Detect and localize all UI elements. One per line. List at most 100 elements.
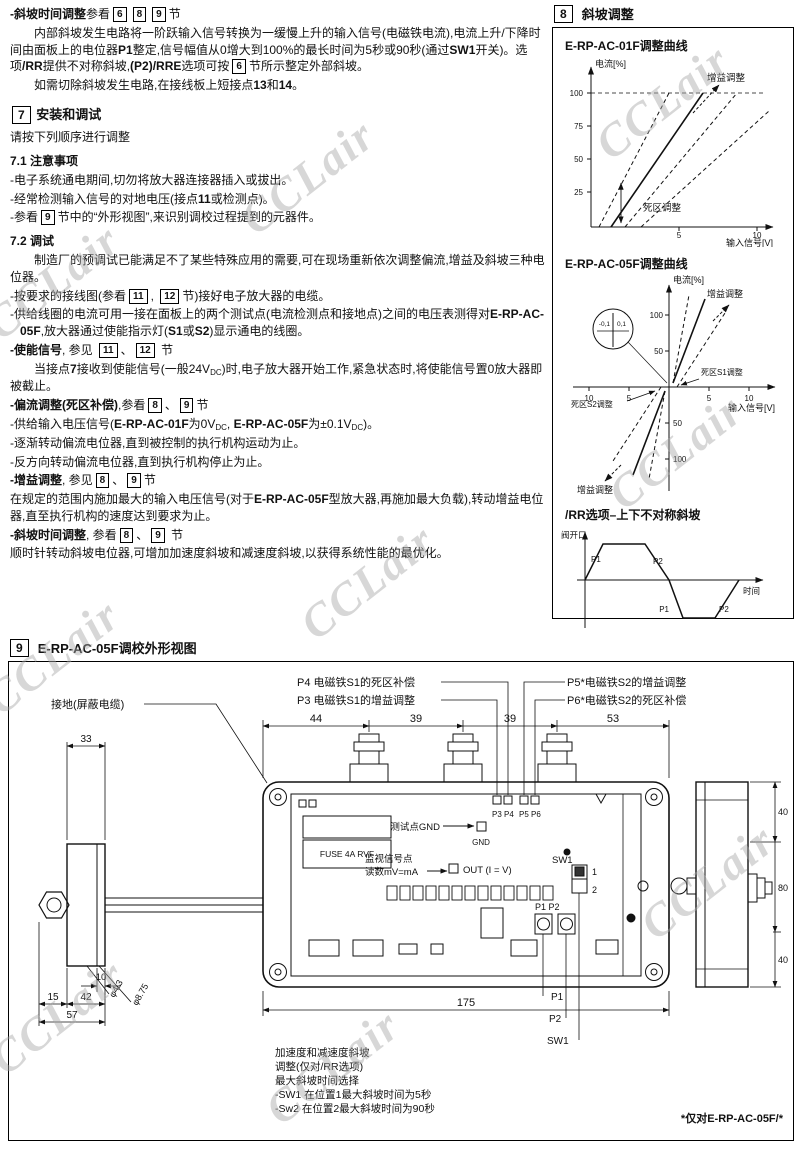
- text-line: 7.1 注意事项: [10, 153, 548, 170]
- section9-panel: 9 E-RP-AC-05F调校外形视图 P4 电磁铁S1的死区补偿 P3 电磁铁…: [8, 638, 794, 1141]
- rr-ylabel: 阀开口: [561, 530, 587, 540]
- fuse-block: [302, 815, 392, 869]
- text-line: -电子系统通电期间,切勿将放大器连接器插入或拔出。: [10, 172, 548, 189]
- text-run: 内部斜坡发生电路将一阶跃输入信号转换为一缓慢上升的输入信号(电磁铁电流),电流上…: [10, 25, 541, 57]
- chart1-ytick-50: 50: [574, 155, 583, 164]
- chart2-ylabel: 电流[%]: [673, 274, 704, 285]
- text-run: 如需切除斜坡发生电路,在接线板上短接点: [34, 78, 254, 93]
- out-test-square: [448, 863, 459, 874]
- text-line: -经常检测输入信号的对地电压(接点11或检测点)。: [10, 191, 548, 208]
- section-ref-box: 8: [148, 397, 162, 413]
- section-ref-box: 7: [12, 105, 31, 124]
- chart1-deadzone-label: 死区调整: [643, 202, 682, 214]
- text-line: -逐渐转动偏流电位器,直到被控制的执行机构运动为止。: [10, 435, 548, 452]
- dim-42: 42: [80, 992, 92, 1003]
- chart1-curves: [598, 84, 770, 228]
- text-run: -电子系统通电期间,切勿将放大器连接器插入或拔出。: [10, 172, 294, 187]
- dim-39b: 39: [504, 713, 516, 725]
- section8-title: 斜坡调整: [581, 7, 634, 22]
- gnd-label: GND: [472, 838, 490, 847]
- text-run: -斜坡时间调整: [10, 527, 86, 542]
- sw1-switch: [571, 864, 588, 894]
- text-line: 请按下列顺序进行调整: [10, 129, 548, 146]
- text-line: 如需切除斜坡发生电路,在接线板上短接点13和14。: [10, 77, 548, 94]
- text-run: 为0V: [188, 416, 216, 431]
- callout-sw1-label: SW1: [547, 1036, 569, 1047]
- testpoint-p5p6-label: P5 P6: [519, 810, 541, 819]
- section-ref-box: 9: [179, 397, 194, 413]
- rr-p2-neg: P2: [719, 605, 729, 614]
- text-run: 、: [136, 527, 149, 542]
- sw1-pos2-label: 2: [592, 885, 597, 895]
- section8-panel: 8 斜坡调整 E-RP-AC-01F调整曲线: [552, 4, 794, 628]
- text-run: 7.1 注意事项: [10, 153, 79, 168]
- text-line: -供给线圈的电流可用一接在面板上的两个测试点(电流检测点和接地点)之间的电压表测…: [10, 306, 548, 340]
- bottom-callout-lines: [542, 893, 580, 1040]
- dim-40b: 40: [778, 955, 788, 965]
- text-run: E-RP-AC-05F: [254, 492, 329, 507]
- rr-waveform: [584, 543, 740, 619]
- text-run: ,: [150, 288, 158, 303]
- text-run: -反方向转动偏流电位器,直到执行机构停止为止。: [10, 454, 270, 469]
- section9-number-box: 9: [10, 638, 29, 657]
- text-run: 7.2 调试: [10, 234, 55, 249]
- chart2-deadzone-s2-label: 死区S2调整: [571, 399, 613, 409]
- section-ref-box: 9: [151, 527, 165, 543]
- text-run: -供给线圈的电流可用一接在面板上的两个测试点(电流检测点和接地点)之间的电压表测…: [10, 307, 490, 322]
- text-run: /RR: [22, 59, 43, 74]
- text-run: 节中的“外形视图”,来识别调校过程提到的元器件。: [57, 210, 321, 225]
- outline-drawing: P4 电磁铁S1的死区补偿 P3 电磁铁S1的增益调整 P5*电磁铁S2的增益调…: [38, 675, 788, 1125]
- fuse-label: FUSE 4A RVF: [320, 849, 374, 859]
- text-run: 节: [157, 342, 174, 357]
- text-run: 或: [182, 324, 195, 339]
- section-ref-box: 12: [160, 288, 180, 304]
- text-run: , 参看: [86, 527, 117, 542]
- ramp-note-line1: 加速度和减速度斜坡: [275, 1046, 370, 1059]
- dim-175: [262, 991, 670, 1016]
- chart2-xtick-n5: 5: [627, 394, 632, 403]
- dim-44: 44: [310, 713, 322, 725]
- chart2-axes: [573, 284, 776, 491]
- text-run: 、: [120, 342, 133, 357]
- dim-top: [262, 720, 670, 778]
- test-points: [492, 795, 540, 805]
- text-run: -使能信号: [10, 342, 62, 357]
- section-ref-box: 8: [119, 527, 134, 543]
- callout-p5-label: P5*电磁铁S2的增益调整: [567, 675, 686, 689]
- text-run: )显示通电的线圈。: [209, 324, 310, 339]
- rr-ramp-diagram: 阀开口 时间 P1 P2 P1 P2: [561, 530, 764, 628]
- testpoint-gnd-label: 测试点GND: [390, 821, 440, 833]
- text-run: ,: [226, 416, 234, 431]
- chart2-inset-neg: -0,1: [599, 321, 611, 328]
- chart1-gain-label: 增益调整: [707, 72, 746, 84]
- chart2-deadzone-s1-label: 死区S1调整: [701, 367, 743, 377]
- section-ref-box: 9: [127, 473, 141, 489]
- text-run: 参看: [86, 7, 111, 21]
- text-run: 为±0.1V: [308, 416, 352, 431]
- sw1-board-label: SW1: [552, 855, 573, 866]
- text-run: (P2)/RRE: [130, 59, 182, 74]
- section8-number-box: 8: [554, 4, 573, 23]
- rr-xlabel: 时间: [743, 586, 760, 596]
- cable-glands: [349, 733, 577, 783]
- section-ref-box: 8: [95, 473, 110, 489]
- section-ref-box: 8: [132, 7, 147, 22]
- text-run: 制造厂的预调试已能满足不了某些特殊应用的需要,可在现场重新依次调整偏流,增益及斜…: [10, 252, 545, 284]
- text-line: 7 安装和调试: [10, 105, 548, 124]
- text-run: 11: [198, 191, 211, 206]
- callout-p1-label: P1: [551, 992, 564, 1003]
- chart2-gain-bottom-label: 增益调整: [577, 484, 613, 495]
- p1-p2-pots: [534, 913, 576, 935]
- testpoint-p3p4-label: P3 P4: [492, 810, 514, 819]
- text-line: 内部斜坡发生电路将一阶跃输入信号转换为一缓慢上升的输入信号(电磁铁电流),电流上…: [10, 25, 548, 75]
- text-run: 开关)。选项: [10, 42, 528, 74]
- text-run: 14: [278, 78, 293, 93]
- chart2-gain-top-label: 增益调整: [707, 288, 743, 299]
- dim-10: 10: [96, 972, 107, 983]
- callout-p6-label: P6*电磁铁S2的死区补偿: [567, 693, 686, 707]
- text-line: -反方向转动偏流电位器,直到执行机构停止为止。: [10, 454, 548, 471]
- text-line: 在规定的范围内施加最大的输入电压信号(对于E-RP-AC-05F型放大器,再施加…: [10, 491, 548, 525]
- gnd-test-square: [476, 821, 487, 832]
